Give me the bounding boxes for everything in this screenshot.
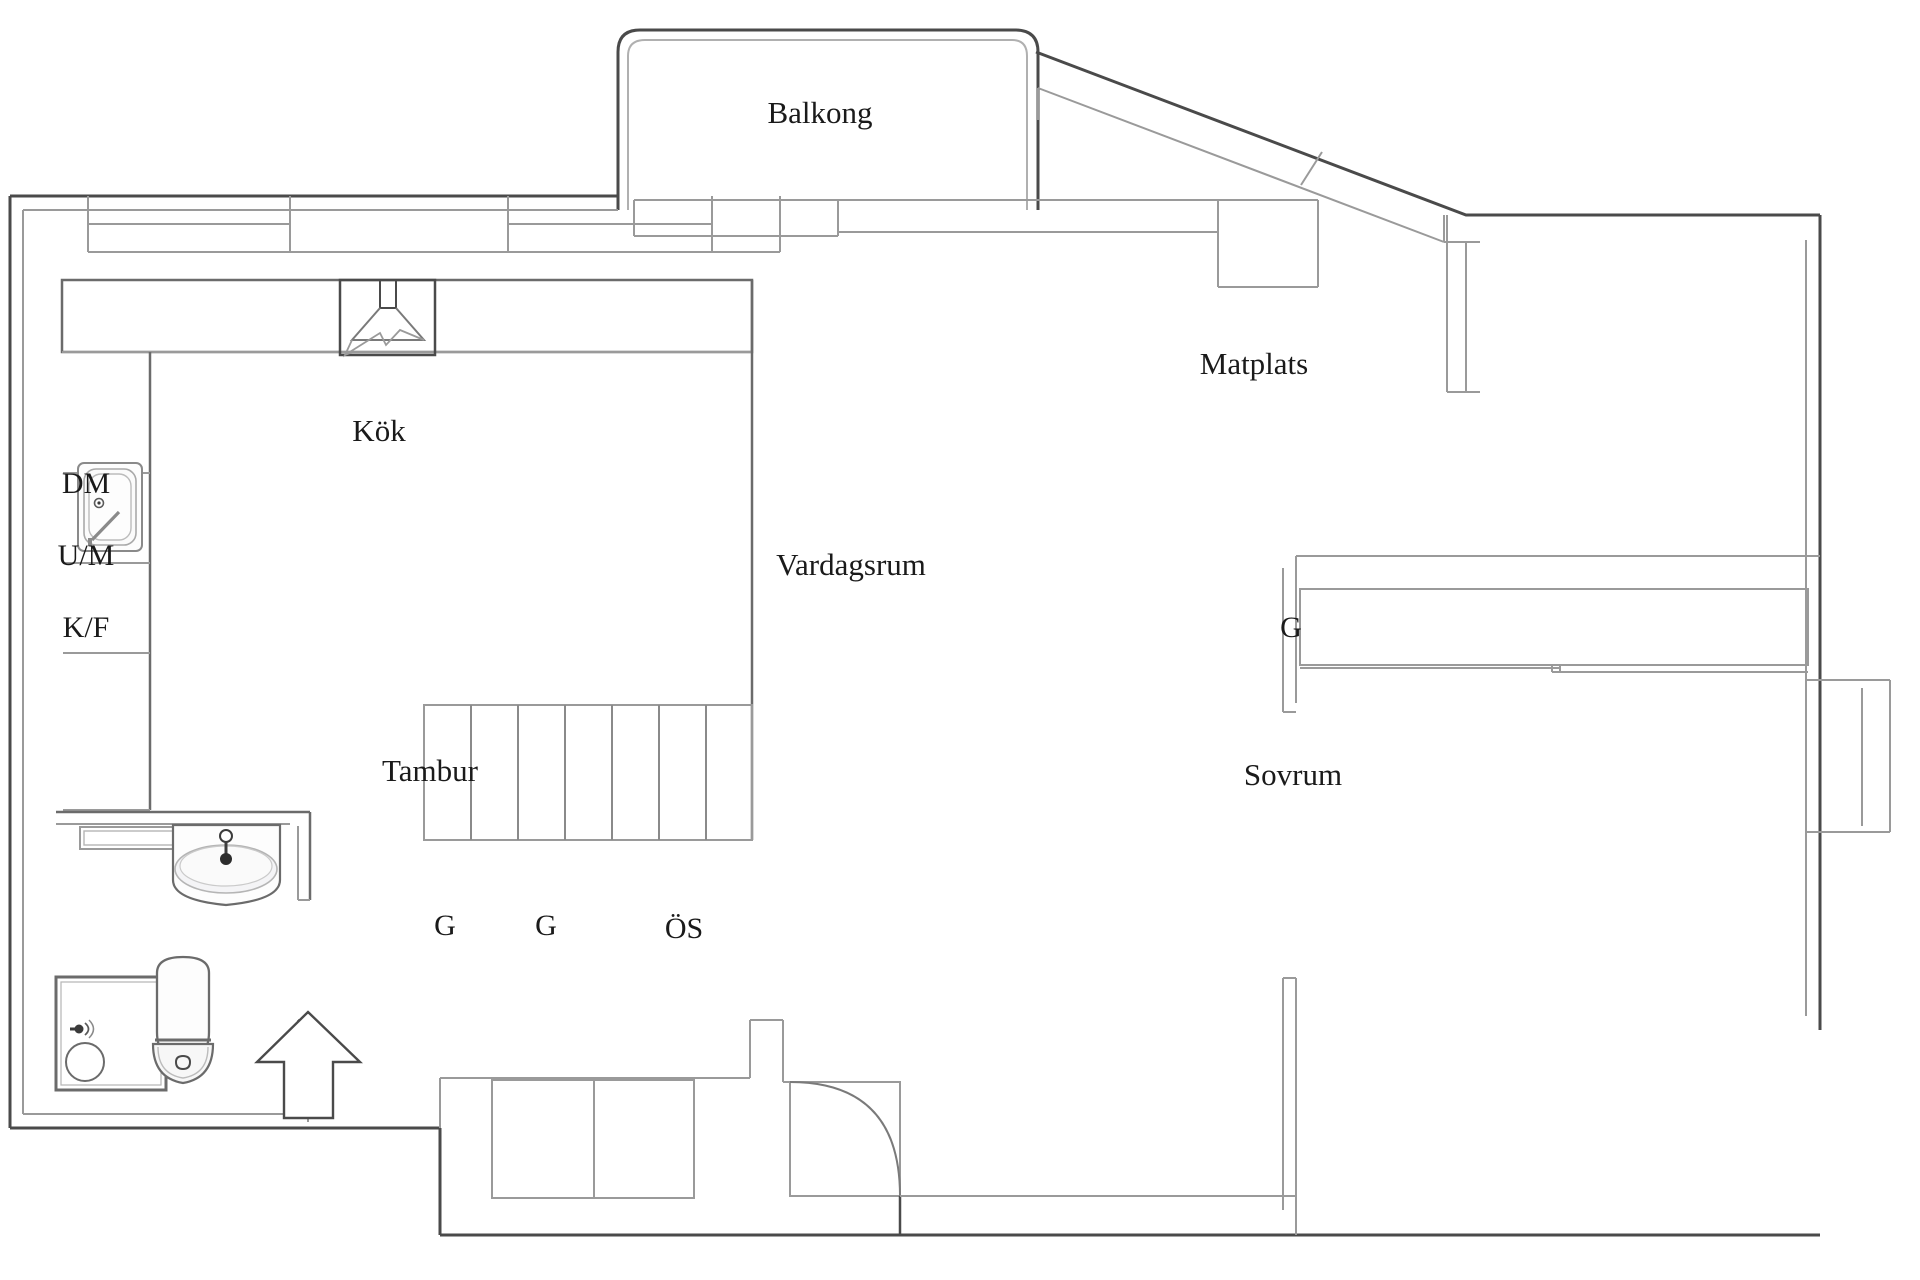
living-room-walls (1295, 555, 1820, 680)
sink-icon (77, 462, 143, 552)
washbasin-icon (171, 823, 282, 907)
diagonal-exterior-wall (1035, 50, 1820, 393)
hall-partition-walls (749, 1019, 901, 1197)
bedroom-right-window (1806, 679, 1891, 833)
balcony-door-window (633, 199, 1319, 288)
door-swing-icon (789, 1081, 902, 1235)
range-hood-icon (342, 279, 427, 358)
entrance-arrow-icon (254, 1010, 363, 1120)
stairs-icon (423, 704, 753, 841)
towel-rail-icon (79, 826, 185, 850)
kitchen-upper-counter (60, 278, 754, 357)
kitchen-windows (87, 196, 781, 253)
hall-closets (439, 1077, 750, 1199)
bedroom-wardrobe (1282, 556, 1809, 713)
exterior-walls (8, 194, 1822, 1237)
shower-icon (54, 975, 168, 1092)
bedroom-walls (900, 977, 1297, 1235)
balcony-outline (616, 28, 1040, 210)
toilet-icon (151, 955, 215, 1085)
kitchen-left-counter (63, 280, 754, 840)
